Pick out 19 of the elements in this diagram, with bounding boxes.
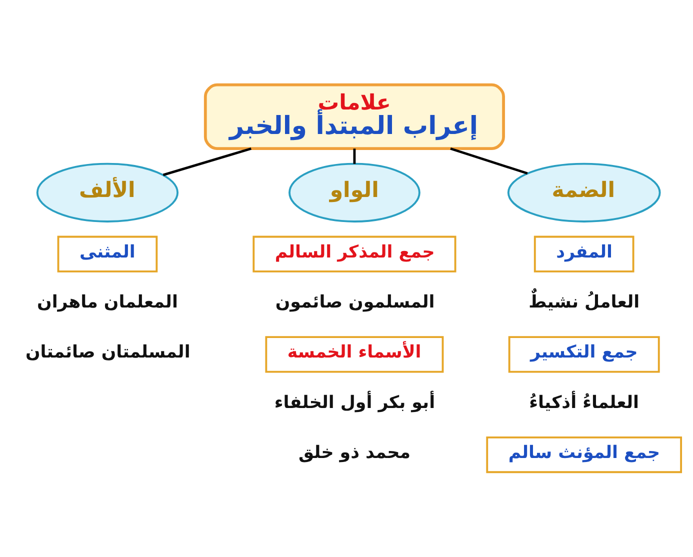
node-ellipse: الألف (36, 162, 179, 222)
label: المسلمتان صائمتان (25, 342, 190, 363)
node-box: علامات إعراب المبتدأ والخبر (204, 83, 505, 150)
label: المسلمون صائمون (275, 292, 435, 313)
label: أبو بكر أول الخلفاء (274, 392, 436, 413)
label: العلماءُ أذكياءُ (529, 392, 639, 413)
node-box: المثنى (57, 236, 158, 272)
node-ellipse: الواو (288, 162, 420, 222)
label: المعلمان ماهران (37, 292, 178, 313)
connector (353, 148, 356, 164)
node-box: الأسماء الخمسة (265, 336, 444, 373)
node-box: جمع التكسير (508, 336, 660, 373)
connector (162, 147, 252, 176)
node-box: جمع المذكر السالم (252, 236, 456, 272)
node-ellipse: الضمة (507, 162, 661, 222)
node-box: المفرد (534, 236, 634, 272)
label: محمد ذو خلق (298, 443, 410, 464)
connector (450, 147, 528, 175)
node-box: جمع المؤنث سالم (486, 436, 682, 474)
